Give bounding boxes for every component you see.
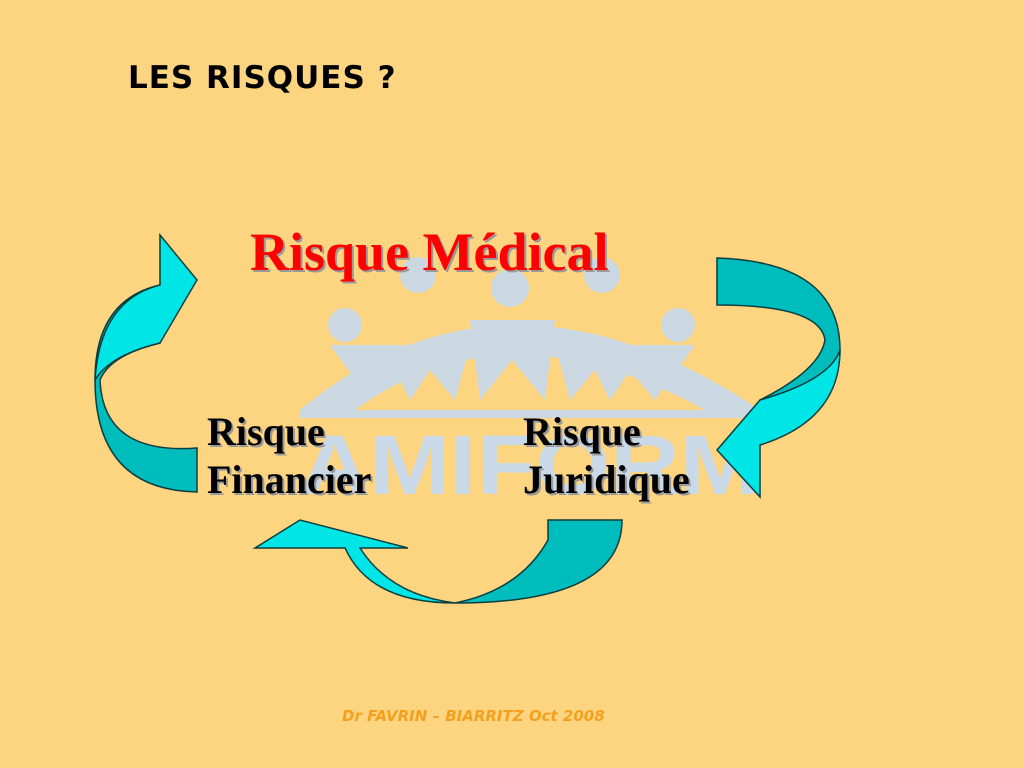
arrow-medical-to-juridique [715,257,841,499]
slide-footer: Dr FAVRIN – BIARRITZ Oct 2008 [342,707,605,725]
node-risque-financier-line1: Risque [207,409,325,454]
node-risque-financier: Risque Financier [207,408,371,504]
arrow-financier-to-medical [94,232,198,493]
amiform-logo-text: AMIFORM [300,418,760,512]
node-risque-financier-line2: Financier [207,457,372,502]
node-risque-juridique-line2: Juridique [523,457,690,502]
arrow-juridique-to-financier [252,519,623,604]
node-risque-juridique: Risque Juridique [523,408,690,504]
slide-title: LES RISQUES ? [128,60,397,96]
node-risque-juridique-line1: Risque [523,409,641,454]
node-risque-medical: Risque Médical [250,222,609,282]
